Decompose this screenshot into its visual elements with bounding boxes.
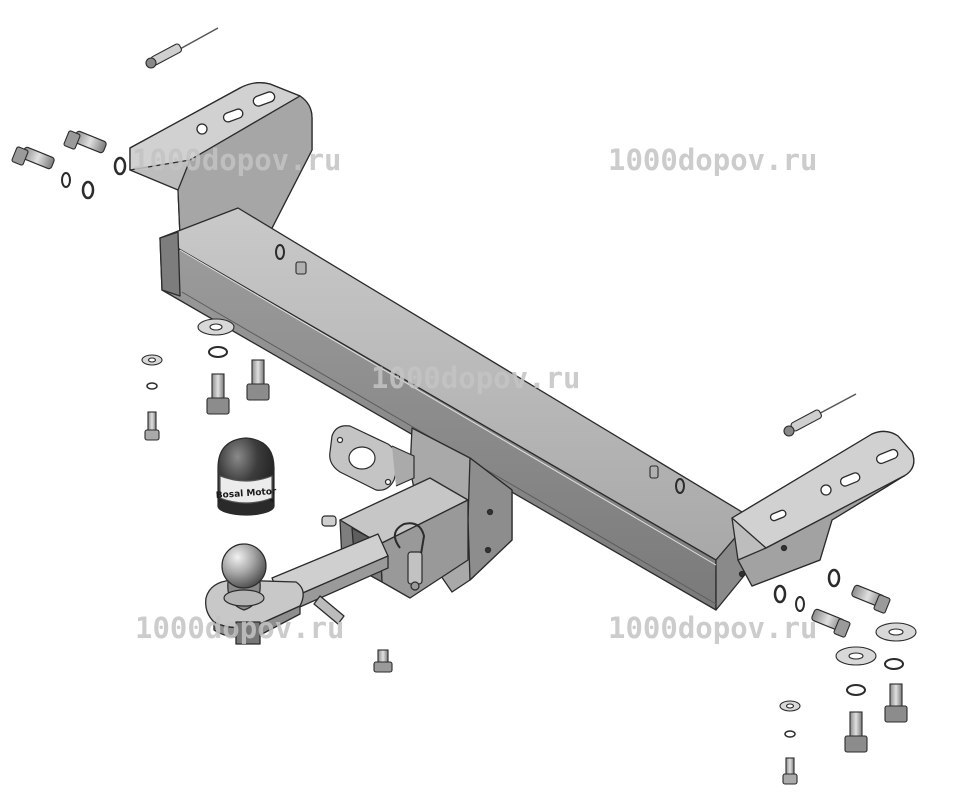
ball-cover-cap: Bosal Motor (215, 437, 277, 516)
right-hardware-set (773, 393, 917, 785)
left-mounting-bracket (129, 82, 313, 253)
left-hardware-set (11, 27, 685, 673)
tow-ball (221, 543, 267, 611)
right-mounting-bracket (731, 430, 915, 587)
hitch-pin (321, 515, 426, 591)
electrical-socket-plate (329, 425, 415, 491)
ball-cover-label: Bosal Motor (215, 487, 277, 501)
